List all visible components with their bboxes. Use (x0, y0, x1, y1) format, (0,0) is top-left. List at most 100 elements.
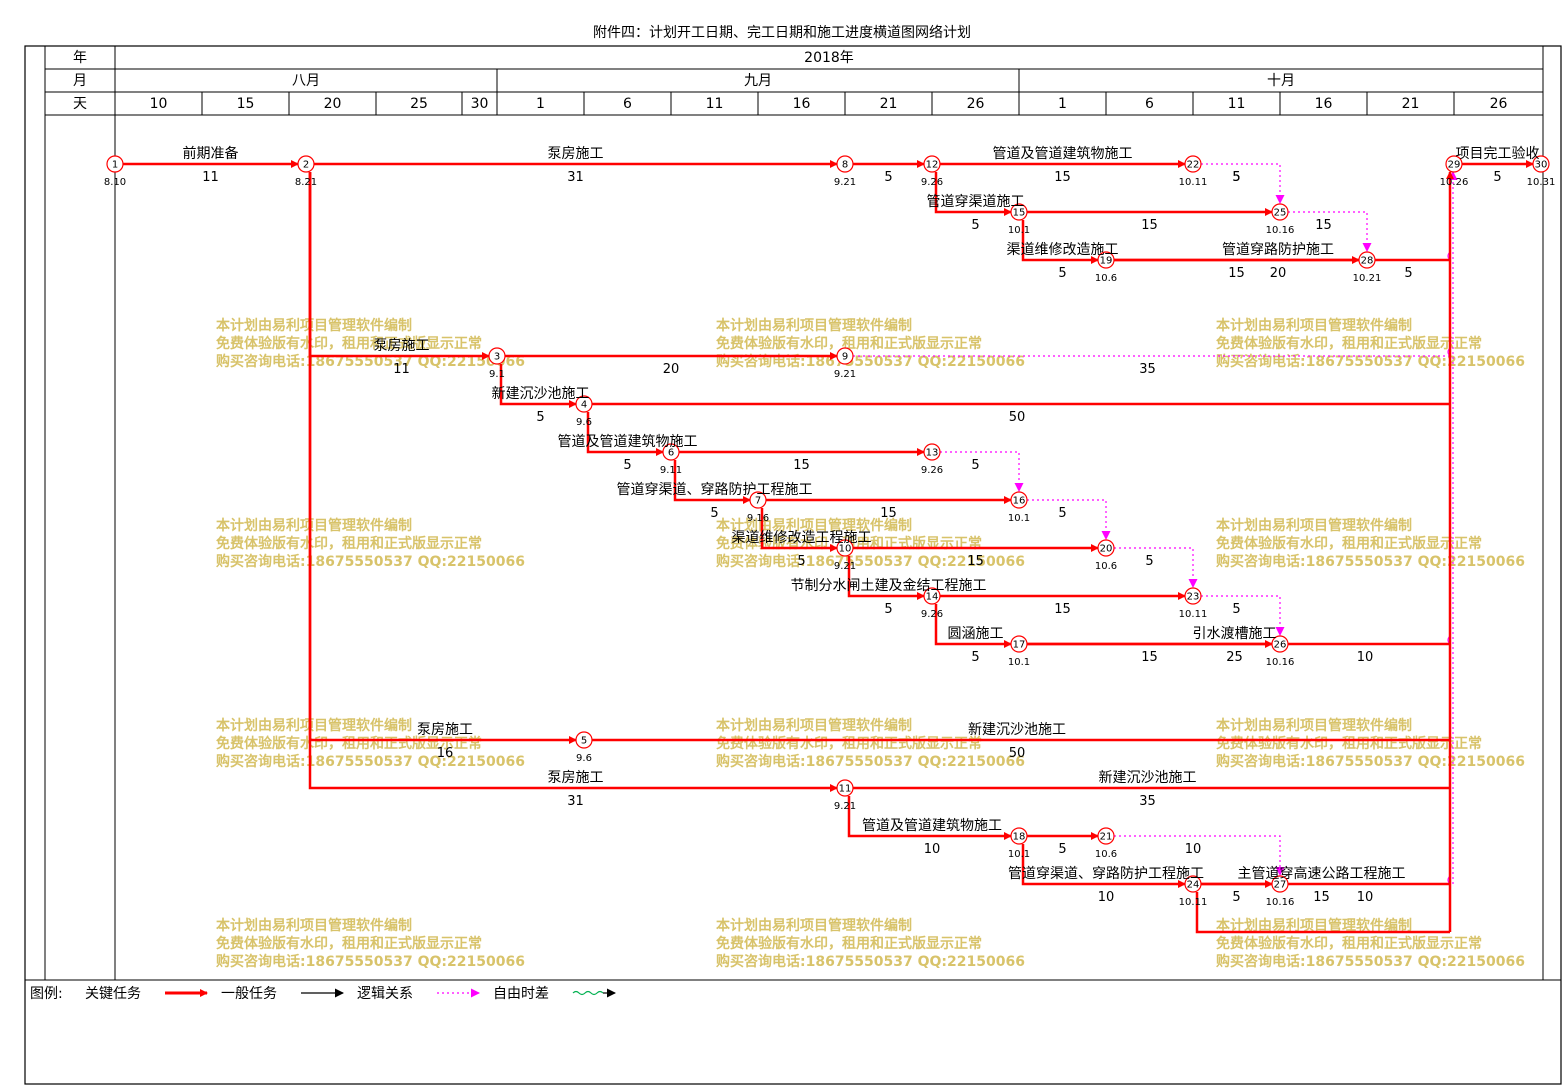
event-node-date: 9.21 (834, 177, 856, 188)
task-name: 节制分水闸土建及金结工程施工 (791, 578, 987, 594)
event-node (836, 779, 854, 797)
event-node-date: 9.6 (576, 417, 592, 428)
header-day: 21 (1402, 96, 1420, 112)
float-duration: 5 (1058, 506, 1066, 521)
event-node-id: 22 (1187, 160, 1200, 171)
event-node-date: 8.21 (295, 177, 317, 188)
header-year: 2018年 (804, 50, 854, 66)
event-node (1271, 203, 1289, 221)
task-name: 泵房施工 (548, 146, 604, 162)
critical-task-arrow (934, 172, 1012, 216)
float-duration: 10 (1357, 650, 1374, 665)
event-node (1010, 827, 1028, 845)
task-name: 管道及管道建筑物施工 (558, 434, 698, 450)
task-duration: 5 (1058, 266, 1066, 281)
float-duration: 5 (1404, 266, 1412, 281)
event-node-id: 24 (1187, 880, 1200, 891)
event-node-id: 7 (755, 496, 761, 507)
critical-task-arrow (1195, 892, 1450, 934)
header-day: 20 (324, 96, 342, 112)
event-node-date: 10.31 (1527, 177, 1556, 188)
header-day: 6 (623, 96, 632, 112)
event-node (575, 731, 593, 749)
event-node (1097, 827, 1115, 845)
header-day: 30 (471, 96, 489, 112)
float-duration: 5 (971, 458, 979, 473)
event-node (1271, 875, 1289, 893)
legend-title: 图例: (30, 986, 63, 1002)
header-row-label: 年 (73, 50, 87, 66)
critical-task-arrow (760, 508, 838, 552)
event-node (297, 155, 315, 173)
event-node-id: 6 (668, 448, 674, 459)
watermark-text: 免费体验版有水印，租用和正式版显示正常 (716, 935, 982, 952)
event-node (1184, 875, 1202, 893)
watermark-text: 购买咨询电话:18675550537 QQ:22150066 (216, 553, 525, 570)
event-node-date: 10.16 (1266, 225, 1295, 236)
watermark-text: 免费体验版有水印，租用和正式版显示正常 (1216, 335, 1482, 352)
event-node-date: 10.6 (1095, 561, 1117, 572)
watermark-text: 本计划由易利项目管理软件编制 (1216, 917, 1412, 934)
task-duration: 50 (1009, 746, 1026, 761)
task-duration: 5 (1058, 842, 1066, 857)
event-node-id: 21 (1100, 832, 1113, 843)
watermark-text: 免费体验版有水印，租用和正式版显示正常 (216, 335, 482, 352)
page-title: 附件四：计划开工日期、完工日期和施工进度横道图网络计划 (593, 25, 971, 41)
event-node-id: 17 (1013, 640, 1026, 651)
task-duration: 5 (884, 170, 892, 185)
task-duration: 15 (1054, 170, 1071, 185)
header-day: 26 (967, 96, 985, 112)
header-day: 25 (410, 96, 428, 112)
outer-border (24, 45, 1562, 1085)
event-node-id: 28 (1361, 256, 1374, 267)
critical-task-arrow (1021, 844, 1186, 888)
event-node (488, 347, 506, 365)
task-duration: 11 (202, 170, 219, 185)
event-node (836, 347, 854, 365)
header-day: 26 (1490, 96, 1508, 112)
task-duration: 5 (1232, 890, 1240, 905)
event-node (1097, 251, 1115, 269)
watermark-layer: 本计划由易利项目管理软件编制免费体验版有水印，租用和正式版显示正常购买咨询电话:… (216, 317, 1525, 970)
legend-item-label: 自由时差 (493, 986, 549, 1002)
critical-task-arrow (847, 556, 925, 600)
event-node-date: 10.1 (1008, 513, 1030, 524)
float-duration: 5 (1232, 602, 1240, 617)
task-name: 管道及管道建筑物施工 (993, 146, 1133, 162)
event-node-id: 3 (494, 352, 500, 363)
event-node (1532, 155, 1550, 173)
watermark-text: 免费体验版有水印，租用和正式版显示正常 (1216, 735, 1482, 752)
task-name: 管道穿渠道、穿路防护工程施工 (617, 482, 813, 498)
task-duration: 5 (797, 554, 805, 569)
float-duration: 5 (1232, 170, 1240, 185)
event-node (1184, 587, 1202, 605)
header-month: 九月 (744, 73, 772, 89)
task-name: 引水渡槽施工 (1193, 626, 1277, 642)
task-name: 新建沉沙池施工 (968, 722, 1066, 738)
event-node-id: 25 (1274, 208, 1287, 219)
event-node (836, 155, 854, 173)
watermark-text: 本计划由易利项目管理软件编制 (216, 717, 412, 734)
task-name: 前期准备 (183, 145, 239, 162)
task-name: 管道穿路防护施工 (1222, 242, 1334, 258)
task-name: 新建沉沙池施工 (492, 386, 590, 402)
task-duration: 10 (924, 842, 941, 857)
event-node (1271, 635, 1289, 653)
float-duration: 15 (1315, 218, 1332, 233)
task-duration: 20 (1270, 266, 1287, 281)
header-row-label: 月 (73, 73, 87, 89)
watermark-text: 购买咨询电话:18675550537 QQ:22150066 (716, 553, 1025, 570)
watermark-text: 本计划由易利项目管理软件编制 (716, 717, 912, 734)
float-duration: 10 (1185, 842, 1202, 857)
watermark-text: 本计划由易利项目管理软件编制 (1216, 517, 1412, 534)
event-node-id: 29 (1448, 160, 1461, 171)
task-name: 管道穿渠道施工 (927, 194, 1025, 210)
event-node-date: 10.21 (1353, 273, 1382, 284)
watermark-text: 免费体验版有水印，租用和正式版显示正常 (216, 535, 482, 552)
event-node-date: 10.11 (1179, 177, 1208, 188)
event-node-date: 10.1 (1008, 657, 1030, 668)
event-node (1010, 635, 1028, 653)
event-node (836, 539, 854, 557)
header-day: 11 (706, 96, 724, 112)
